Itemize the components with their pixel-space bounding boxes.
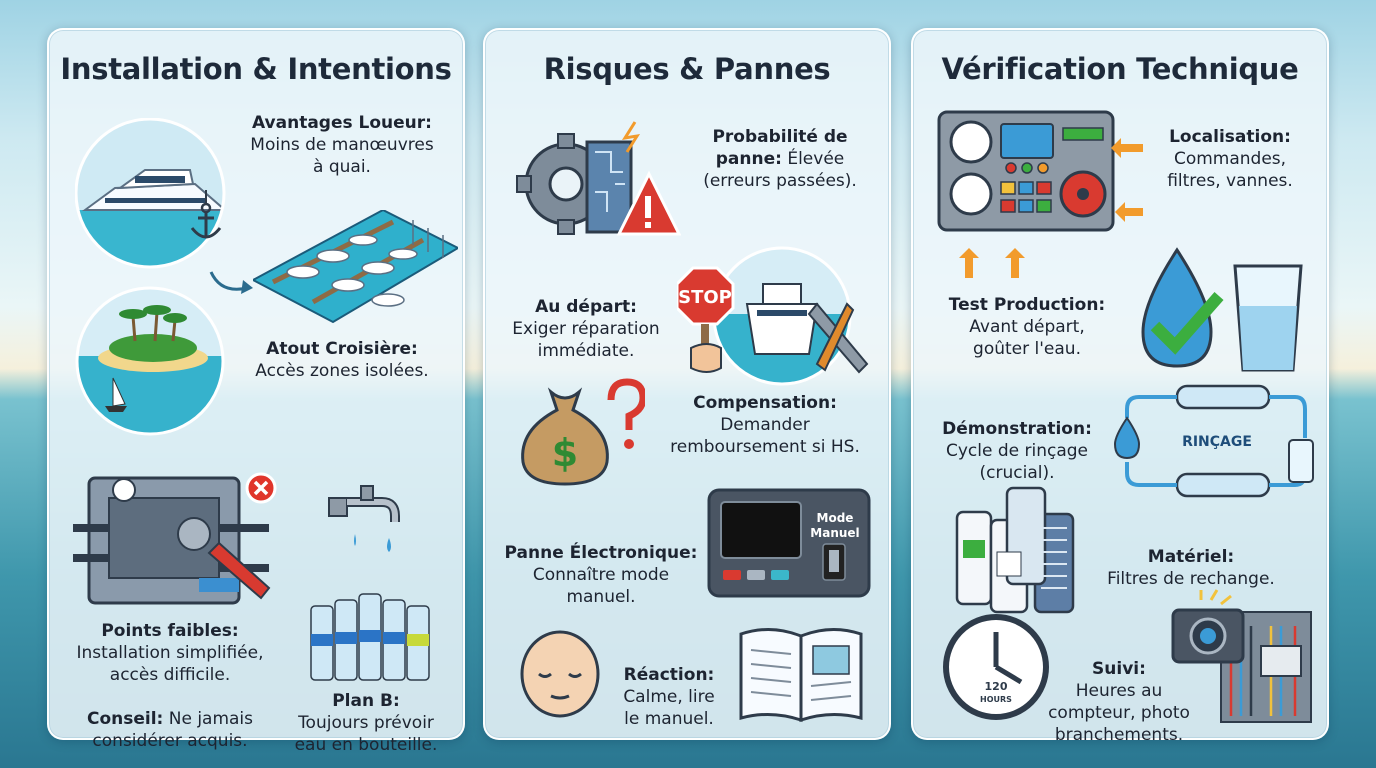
item-line: Heures au [1075, 681, 1163, 701]
item-suivi: Suivi: Heures au compteur, photo branche… [1041, 658, 1197, 746]
item-line: (crucial). [979, 463, 1055, 483]
faucet-icon [328, 485, 400, 552]
stop-boat-illustration: STOP [677, 246, 869, 386]
rinse-cycle-icon: RINÇAGE [1113, 384, 1314, 498]
rinse-label: RINÇAGE [1182, 434, 1252, 450]
item-line: le manuel. [624, 709, 714, 729]
item-label: Probabilité de [712, 127, 848, 147]
clock-number: 120 [985, 680, 1008, 693]
watermaker-machine-illustration [73, 472, 277, 605]
item-line: Demander [720, 415, 810, 435]
camera-wiring-icon [1171, 589, 1312, 723]
item-line: Cycle de rinçage [945, 441, 1089, 461]
clock-unit: HOURS [980, 695, 1012, 704]
manual-book-icon [739, 628, 863, 723]
item-compensation: Compensation: Demander remboursement si … [645, 392, 885, 458]
money-bag-question-icon: $ [521, 378, 645, 486]
broken-gear-warning-icon [516, 121, 681, 236]
manuel-label: Manuel [810, 526, 859, 540]
control-board-icon [937, 110, 1143, 278]
item-probabilite: Probabilité de panne: Élevée (erreurs pa… [675, 126, 885, 192]
item-line: Commandes, [1173, 149, 1287, 169]
item-line: manuel. [566, 587, 636, 607]
filter-cartridges-icon [955, 486, 1075, 614]
marina-illustration [253, 210, 458, 324]
item-line: Avant départ, [969, 317, 1085, 337]
item-line: remboursement si HS. [670, 437, 860, 457]
anchor-icon [190, 190, 222, 239]
item-label: Compensation: [693, 393, 837, 413]
item-inline: Élevée [787, 149, 845, 169]
item-line: Toujours prévoir [298, 713, 434, 733]
item-label: Démonstration: [942, 419, 1092, 439]
arrow-icon [209, 271, 253, 294]
item-label: Points faibles: [101, 621, 239, 641]
item-label2: panne: [715, 149, 782, 169]
item-panne-electronique: Panne Électronique: Connaître mode manue… [491, 542, 711, 608]
item-line: (erreurs passées). [703, 171, 857, 191]
item-line: Connaître mode [532, 565, 670, 585]
item-label: Atout Croisière: [266, 339, 418, 359]
item-label: Conseil: [86, 709, 164, 729]
item-au-depart: Au départ: Exiger réparation immédiate. [491, 296, 681, 362]
stop-sign-text: STOP [678, 287, 732, 308]
item-inline: Ne jamais [168, 709, 254, 729]
item-demonstration: Démonstration: Cycle de rinçage (crucial… [927, 418, 1107, 484]
water-bottles-icon [310, 593, 430, 681]
panel-title: Risques & Pannes [543, 52, 831, 86]
item-label: Panne Électronique: [504, 543, 698, 563]
item-line: Installation simplifiée, [76, 643, 264, 663]
item-line: compteur, photo [1048, 703, 1190, 723]
control-panel-manual-mode-icon: Mode Manuel [707, 488, 871, 598]
item-line: à quai. [313, 157, 371, 177]
item-label: Plan B: [332, 691, 400, 711]
item-reaction: Réaction: Calme, lire le manuel. [609, 664, 729, 730]
panel-title: Installation & Intentions [60, 52, 452, 86]
item-line: filtres, vannes. [1167, 171, 1293, 191]
item-test-production: Test Production: Avant départ, goûter l'… [927, 294, 1127, 360]
item-line: Moins de manœuvres [250, 135, 434, 155]
item-avantages: Avantages Loueur: Moins de manœuvres à q… [227, 112, 457, 178]
panel-installation: Installation & Intentions [47, 28, 465, 755]
item-conseil: Conseil: Ne jamais considérer acquis. [57, 708, 283, 752]
panel-verification: Vérification Technique Localisation: Com… [911, 28, 1329, 745]
panel-risques: Risques & Pannes Probabilité de panne: É… [483, 28, 891, 740]
item-line: eau en bouteille. [294, 735, 438, 755]
item-line: accès difficile. [109, 665, 231, 685]
mode-label: Mode [817, 511, 854, 525]
item-label: Matériel: [1147, 547, 1235, 567]
item-line: immédiate. [537, 341, 635, 361]
item-label: Test Production: [948, 295, 1106, 315]
item-materiel: Matériel: Filtres de rechange. [1081, 546, 1301, 590]
item-line: Exiger réparation [512, 319, 660, 339]
water-drop-check-icon [1141, 247, 1303, 372]
island-illustration [75, 286, 225, 436]
item-points-faibles: Points faibles: Installation simplifiée,… [57, 620, 283, 686]
item-line: branchements. [1054, 725, 1184, 745]
item-plan-b: Plan B: Toujours prévoir eau en bouteill… [271, 690, 461, 756]
item-atout: Atout Croisière: Accès zones isolées. [227, 338, 457, 382]
svg-text:$: $ [552, 431, 578, 475]
item-line: Calme, lire [623, 687, 715, 707]
item-line: considérer acquis. [92, 731, 248, 751]
item-label: Avantages Loueur: [252, 113, 432, 133]
hour-meter-clock-icon: 120 HOURS [943, 614, 1049, 720]
item-label: Localisation: [1169, 127, 1291, 147]
item-label: Réaction: [623, 665, 715, 685]
calm-face-icon [520, 630, 600, 718]
panel-title: Vérification Technique [941, 52, 1299, 86]
item-line: goûter l'eau. [973, 339, 1081, 359]
item-line: Accès zones isolées. [255, 361, 429, 381]
item-label: Suivi: [1092, 659, 1146, 679]
item-label: Au départ: [535, 297, 637, 317]
item-localisation: Localisation: Commandes, filtres, vannes… [1135, 126, 1325, 192]
item-line: Filtres de rechange. [1107, 569, 1275, 589]
